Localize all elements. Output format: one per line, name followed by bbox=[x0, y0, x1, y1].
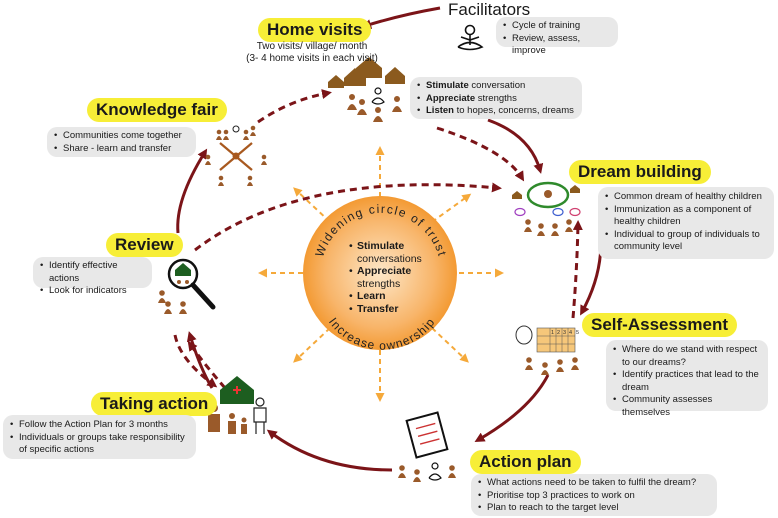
taking-action-item-1: Follow the Action Plan for 3 months bbox=[10, 419, 188, 432]
center-item-3-bold: Learn bbox=[357, 290, 386, 302]
action-plan-facilitator-icon bbox=[428, 462, 442, 481]
self-assessment-box: Where do we stand with respect to our dr… bbox=[606, 340, 768, 418]
dream-building-item-1: Common dream of healthy children bbox=[605, 191, 766, 204]
home-visits-item-2-rest: strengths bbox=[475, 92, 517, 104]
magnifier-icon bbox=[167, 258, 216, 310]
dream-people-icon bbox=[524, 219, 573, 236]
assessment-chart-icon: 1 2 3 4 5 bbox=[515, 325, 579, 353]
chart-col-3: 3 bbox=[563, 330, 566, 336]
home-visits-label: Home visits bbox=[258, 18, 372, 42]
doctor-icon bbox=[253, 397, 267, 434]
review-item-1: Identify effective actions bbox=[40, 260, 144, 285]
green-house-icon bbox=[220, 376, 254, 404]
home-visits-item-3: Listen to hopes, concerns, dreams bbox=[417, 105, 574, 118]
facilitators-item-1: Cycle of training bbox=[503, 20, 610, 33]
dream-cloud-icon bbox=[512, 181, 581, 217]
review-item-2: Look for indicators bbox=[40, 285, 144, 298]
self-assessment-item-1: Where do we stand with respect to our dr… bbox=[613, 344, 760, 369]
center-item-4-bold: Transfer bbox=[357, 302, 399, 315]
dream-building-item-3: Individual to group of individuals to co… bbox=[605, 229, 766, 254]
action-plan-item-2: Prioritise top 3 practices to work on bbox=[478, 490, 709, 503]
review-box: Identify effective actions Look for indi… bbox=[33, 257, 152, 297]
self-assessment-item-2: Identify practices that lead to the drea… bbox=[613, 369, 760, 394]
knowledge-fair-item-1: Communities come together bbox=[54, 130, 188, 143]
home-visits-subtitle-line2: (3- 4 home visits in each visit) bbox=[246, 53, 378, 64]
chart-col-5: 5 bbox=[576, 330, 579, 336]
knowledge-fair-box: Communities come together Share - learn … bbox=[47, 127, 196, 157]
chart-col-2: 2 bbox=[557, 330, 560, 336]
taking-action-box: Follow the Action Plan for 3 months Indi… bbox=[3, 415, 196, 459]
knowledge-fair-item-2: Share - learn and transfer bbox=[54, 143, 188, 156]
home-visits-item-1-rest: conversation bbox=[468, 80, 526, 91]
home-visits-subtitle-line1: Two visits/ village/ month bbox=[256, 41, 368, 52]
dashed-arrows bbox=[173, 89, 583, 389]
assessment-people-icon bbox=[525, 357, 579, 375]
dream-building-item-2: Immunization as a component of healthy c… bbox=[605, 204, 766, 229]
facilitators-title: Facilitators bbox=[448, 0, 531, 19]
home-visits-item-3-bold: Listen bbox=[426, 105, 454, 116]
action-plan-item-1: What actions need to be taken to fulfil … bbox=[478, 477, 709, 490]
cycle-arrows bbox=[176, 6, 603, 472]
home-visits-subtitle: Two visits/ village/ month (3- 4 home vi… bbox=[232, 41, 392, 65]
clipboard-icon bbox=[405, 411, 449, 459]
chart-col-4: 4 bbox=[569, 330, 572, 336]
action-plan-label: Action plan bbox=[470, 450, 581, 474]
home-visits-item-2-bold: Appreciate bbox=[426, 92, 476, 104]
action-plan-box: What actions need to be taken to fulfil … bbox=[471, 474, 717, 516]
chart-col-1: 1 bbox=[551, 330, 554, 336]
review-label: Review bbox=[106, 233, 183, 257]
network-icon bbox=[205, 125, 267, 186]
center-item-3: Learn bbox=[349, 290, 439, 303]
dream-building-label: Dream building bbox=[569, 160, 711, 184]
facilitators-item-2: Review, assess, improve bbox=[503, 33, 610, 58]
home-visits-item-2: Appreciate strengths bbox=[417, 92, 574, 106]
home-visits-box: Stimulate conversation Appreciate streng… bbox=[410, 77, 582, 119]
center-item-2-rest: strengths bbox=[357, 277, 401, 290]
home-visits-item-1: Stimulate conversation bbox=[417, 80, 574, 93]
facilitator-icon bbox=[457, 24, 484, 51]
houses-icon bbox=[328, 57, 405, 88]
visit-facilitator-icon bbox=[371, 87, 385, 105]
center-item-1-rest: conversations bbox=[357, 252, 422, 265]
review-people-icon bbox=[158, 290, 187, 314]
visit-people-icon bbox=[347, 94, 402, 122]
self-assessment-item-3: Community assesses themselves bbox=[613, 394, 760, 419]
home-visits-item-3-rest: to hopes, concerns, dreams bbox=[453, 105, 574, 116]
center-rays bbox=[258, 146, 504, 402]
taking-action-label: Taking action bbox=[91, 392, 218, 416]
taking-action-item-2: Individuals or groups take responsibilit… bbox=[10, 432, 188, 457]
center-item-4: Transfer bbox=[349, 302, 439, 316]
dream-building-box: Common dream of healthy children Immuniz… bbox=[598, 187, 774, 259]
action-plan-item-3: Plan to reach to the target level bbox=[478, 502, 709, 515]
facilitators-box: Cycle of training Review, assess, improv… bbox=[496, 17, 618, 56]
center-item-2-bold: Appreciate bbox=[357, 265, 412, 277]
center-item-1-bold: Stimulate bbox=[357, 240, 405, 252]
action-plan-people-icon bbox=[398, 465, 456, 482]
svg-text:1 2 3 4: 1 2 3 4 5 bbox=[551, 330, 579, 336]
home-visits-item-1-bold: Stimulate bbox=[426, 80, 469, 91]
self-assessment-label: Self-Assessment bbox=[582, 313, 738, 337]
knowledge-fair-label: Knowledge fair bbox=[87, 98, 227, 122]
